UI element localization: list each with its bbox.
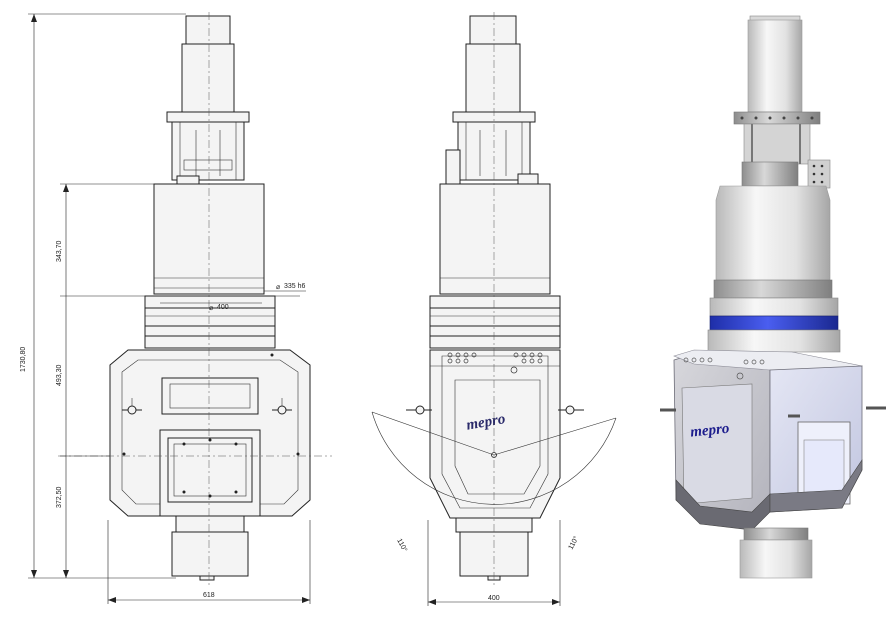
front-motor-cap xyxy=(185,15,231,45)
render-motor xyxy=(747,19,803,113)
front-view xyxy=(58,12,332,586)
side-motor-cap xyxy=(469,15,517,45)
dim-upper-height: 343,70 xyxy=(56,240,63,262)
dim-middle-height: 493,30 xyxy=(56,364,63,386)
front-knob-left xyxy=(122,398,142,415)
swivel-arc xyxy=(371,411,617,505)
front-dimensions xyxy=(28,13,311,604)
dim-width-side: 400 xyxy=(488,595,500,602)
side-view: mepro xyxy=(371,12,617,606)
front-window-top xyxy=(161,377,259,415)
side-bracket xyxy=(445,149,461,185)
front-tool-nose xyxy=(171,531,249,577)
dim-width-front: 618 xyxy=(203,592,215,599)
side-knob-right xyxy=(565,405,575,415)
render-blue-band xyxy=(709,315,839,331)
dim-lower-height: 372,50 xyxy=(56,486,63,508)
side-motor-body xyxy=(465,43,521,113)
front-cover-plate xyxy=(167,437,253,503)
render-tool-nose xyxy=(739,539,813,579)
front-knob-right xyxy=(272,398,292,415)
render-upper-housing xyxy=(715,185,831,287)
svg-text:⌀: ⌀ xyxy=(276,284,280,291)
dim-diameter-shaft: ⌀ 335 h6 xyxy=(264,283,306,292)
svg-text:⌀: ⌀ xyxy=(209,305,213,312)
svg-text:335 h6: 335 h6 xyxy=(284,283,306,290)
side-knob-left xyxy=(415,405,425,415)
front-coupling-frame xyxy=(171,121,245,181)
front-adapter-plate xyxy=(166,111,250,123)
side-head-body xyxy=(429,349,561,519)
dim-diameter-flange: ⌀ 400 xyxy=(209,304,229,312)
render-view: mepro xyxy=(660,15,886,579)
dim-total-height: 1730,80 xyxy=(20,347,27,372)
dim-angle-left: 110° xyxy=(395,537,409,553)
side-tool-nose xyxy=(459,531,529,577)
side-upper-housing xyxy=(439,183,551,295)
dim-angle-right: 110° xyxy=(567,535,581,551)
render-logo: mepro xyxy=(690,421,731,441)
svg-text:400: 400 xyxy=(217,304,229,311)
side-logo: mepro xyxy=(465,411,506,434)
front-motor-body xyxy=(181,43,235,113)
